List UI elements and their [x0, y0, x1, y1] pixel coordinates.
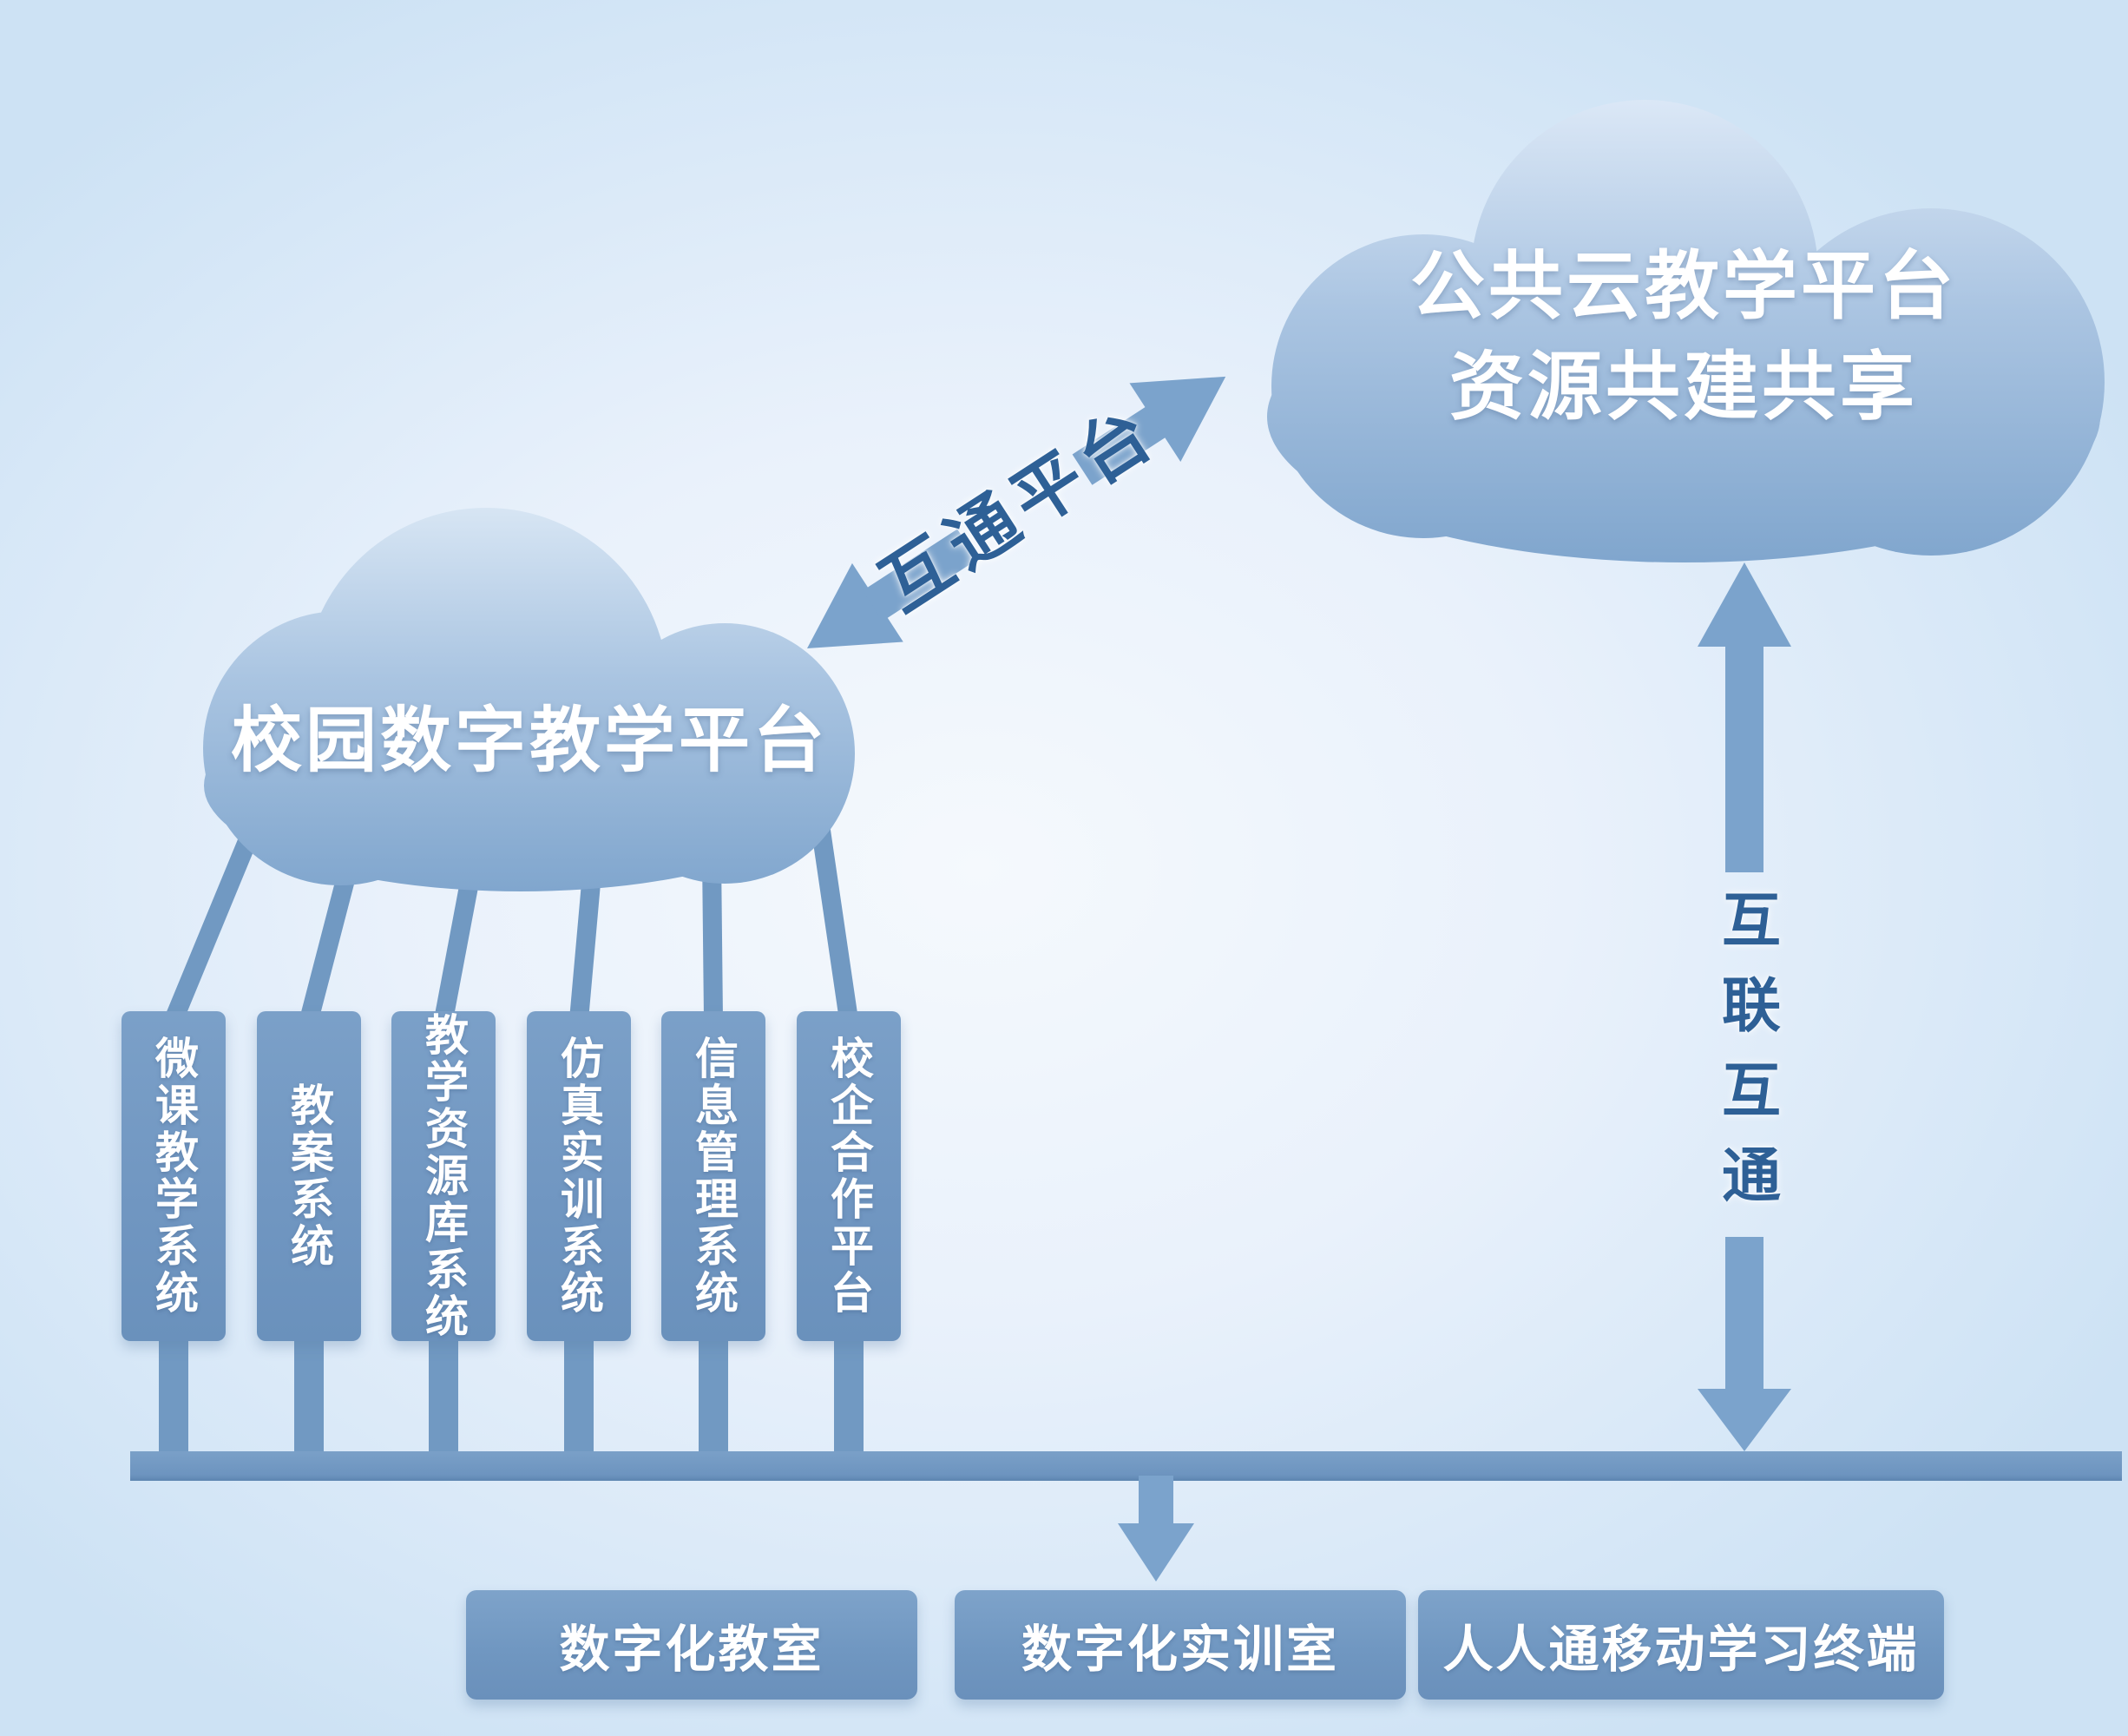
public-cloud-title-line2: 资源共建共享	[1449, 345, 1918, 429]
system-node-simulation-training: 仿真实训系统	[527, 1011, 631, 1341]
campus-cloud-shape	[203, 508, 855, 891]
terminal-node-mobile-learning-terminal: 人人通移动学习终端	[1418, 1590, 1944, 1700]
bus-line	[130, 1451, 2122, 1481]
campus-cloud-title: 校园数字教学平台	[230, 701, 828, 780]
system-node-micro-course: 微课教学系统	[122, 1011, 226, 1341]
diagonal-link-arrow	[807, 376, 1226, 648]
system-node-lesson-plan: 教案系统	[257, 1011, 361, 1341]
vertical-link-arrow	[1698, 562, 1791, 1451]
terminal-node-digital-training-room: 数字化实训室	[955, 1590, 1406, 1700]
public-cloud-title: 公共云教学平台 资源共建共享	[1284, 236, 2083, 437]
public-cloud-title-line1: 公共云教学平台	[1410, 245, 1957, 328]
system-node-school-enterprise: 校企合作平台	[797, 1011, 901, 1341]
down-arrow	[1118, 1476, 1194, 1581]
system-node-information-management: 信息管理系统	[661, 1011, 765, 1341]
system-to-bus-stems	[159, 1337, 864, 1458]
interconnect-label: 互联互通	[1712, 889, 1779, 1229]
system-node-resource-library: 教学资源库系统	[391, 1011, 496, 1341]
public-cloud-shape	[1267, 100, 2105, 562]
terminal-node-digital-classroom: 数字化教室	[466, 1590, 917, 1700]
